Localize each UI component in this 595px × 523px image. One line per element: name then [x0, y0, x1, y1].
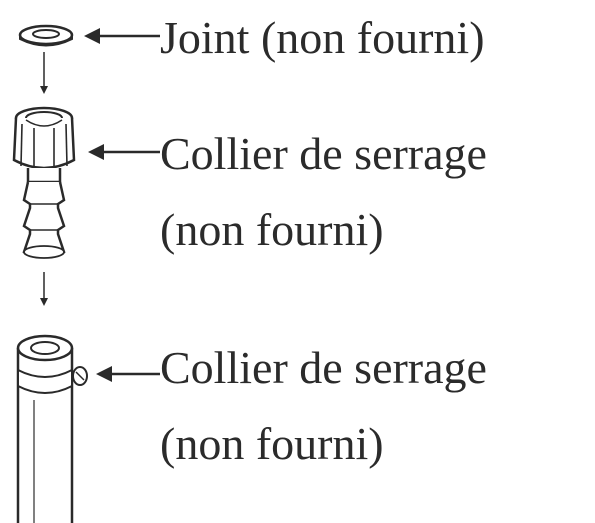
pointer-arrow-joint: [84, 28, 160, 44]
fitting-clamp-label-line2: (non fourni): [160, 204, 384, 255]
gasket-label: Joint (non fourni): [160, 12, 485, 63]
hose-clamp-label-line2: (non fourni): [160, 418, 384, 469]
hose-with-clamp-icon: [16, 334, 88, 523]
assembly-arrow-2: [40, 272, 48, 306]
barbed-fitting-icon: [12, 106, 76, 259]
gasket-icon: [18, 24, 74, 47]
hose-clamp-label-line1: Collier de serrage: [160, 342, 487, 393]
pointer-arrow-collier-hose: [96, 366, 160, 382]
assembly-arrow-1: [40, 52, 48, 94]
pointer-arrow-collier-fitting: [88, 144, 160, 160]
fitting-clamp-label-line1: Collier de serrage: [160, 128, 487, 179]
